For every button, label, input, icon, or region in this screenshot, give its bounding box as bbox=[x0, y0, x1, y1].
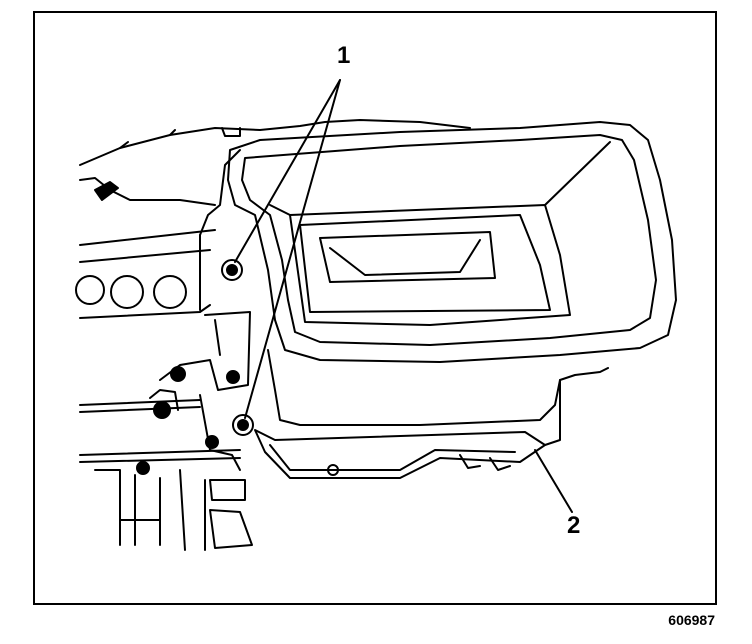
callout-1-leaders bbox=[234, 79, 341, 419]
mounting-bracket bbox=[136, 259, 254, 475]
figure-frame bbox=[33, 11, 717, 605]
lower-left-structure bbox=[79, 389, 253, 551]
hvac-housing bbox=[227, 121, 677, 363]
callout-2-leaders bbox=[534, 449, 573, 513]
figure-id: 606987 bbox=[668, 612, 715, 628]
callout-label-2: 2 bbox=[567, 512, 581, 539]
lower-case bbox=[254, 349, 609, 479]
callout-label-1: 1 bbox=[337, 42, 351, 69]
dash-panel bbox=[75, 119, 471, 319]
